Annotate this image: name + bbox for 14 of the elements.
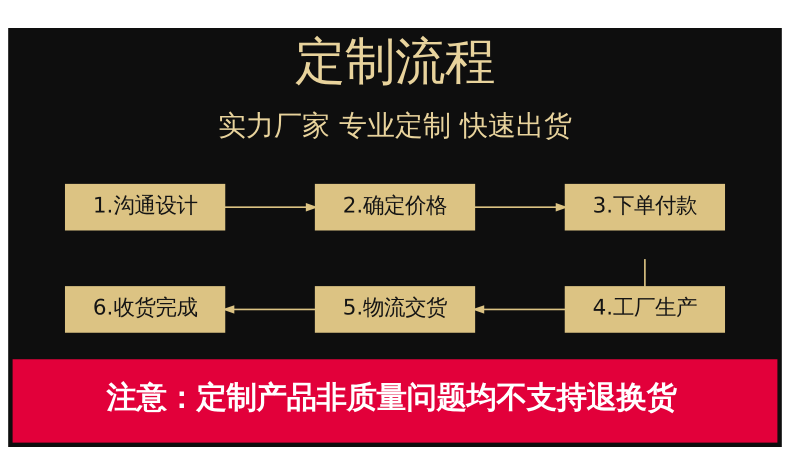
connector — [644, 258, 646, 286]
diagram-title: 定制流程 — [295, 30, 495, 90]
arrow — [224, 202, 318, 211]
arrow — [474, 202, 568, 211]
node-box: 5.物流交货 — [314, 286, 476, 332]
arrow — [472, 304, 566, 314]
node-box: 注意：定制产品非质量问题均不支持退换货 — [12, 358, 778, 442]
arrow — [222, 304, 316, 314]
node-box: 2.确定价格 — [314, 183, 476, 230]
node-box: 4.工厂生产 — [564, 286, 726, 332]
node-box: 6.收货完成 — [64, 286, 226, 332]
node-box: 1.沟通设计 — [64, 183, 226, 230]
node-box: 3.下单付款 — [564, 183, 726, 230]
label: 实力厂家 专业定制 快速出货 — [218, 108, 572, 142]
